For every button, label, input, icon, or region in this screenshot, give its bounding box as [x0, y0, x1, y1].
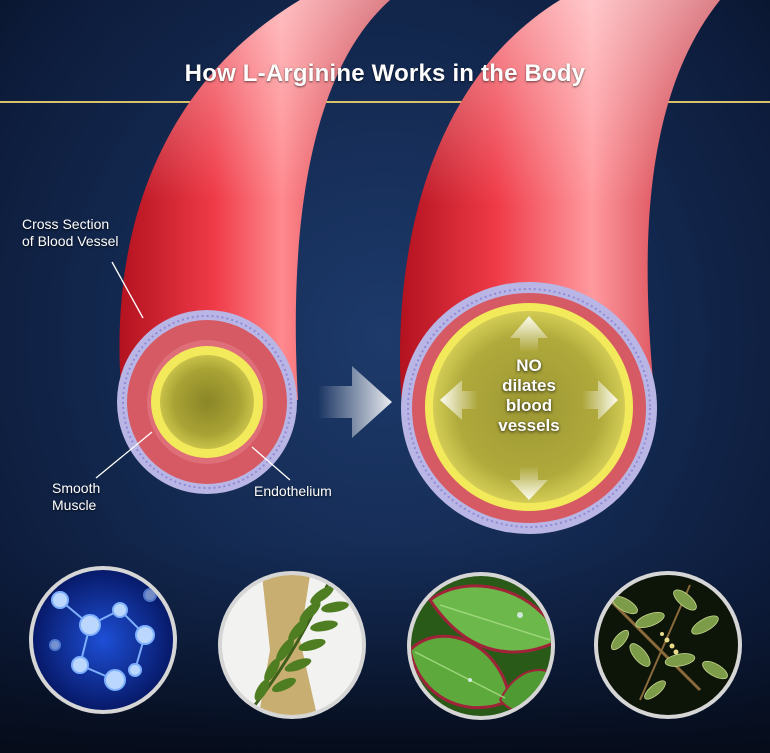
center-text-line3: blood	[505, 396, 553, 415]
lumen	[160, 355, 254, 449]
arrow-left-icon	[440, 380, 478, 420]
left-vessel-tube	[119, 0, 390, 400]
center-text-line2: dilates	[502, 376, 556, 395]
left-cross-section	[117, 310, 297, 494]
center-text-line4: vessels	[498, 416, 560, 435]
label-smooth-muscle-line2: Muscle	[52, 497, 97, 513]
no-dilates-text: NO dilates blood vessels	[470, 356, 588, 436]
leader-cross-section	[111, 261, 144, 319]
center-text-line1: NO	[516, 356, 542, 375]
lumen	[433, 311, 625, 503]
thumbnail-leaves	[407, 572, 555, 720]
thumbnail-molecules	[29, 566, 177, 714]
right-cross-section	[401, 282, 657, 534]
label-cross-section: Cross Section of Blood Vessel	[22, 216, 119, 250]
leader-smooth-muscle	[95, 431, 153, 479]
arrow-right-icon	[582, 380, 618, 420]
label-cross-section-line1: Cross Section	[22, 216, 110, 232]
transition-arrow	[318, 366, 392, 438]
label-smooth-muscle-line1: Smooth	[52, 480, 101, 496]
arrow-up-icon	[510, 316, 548, 352]
label-smooth-muscle: Smooth Muscle	[52, 480, 100, 514]
arrow-down-icon	[510, 466, 548, 500]
label-endothelium: Endothelium	[254, 483, 332, 499]
thumbnail-branch	[594, 571, 742, 719]
page-title: How L-Arginine Works in the Body	[184, 60, 586, 87]
thumbnail-fern	[218, 571, 366, 719]
label-cross-section-line2: of Blood Vessel	[22, 233, 119, 249]
leader-endothelium	[251, 446, 291, 481]
